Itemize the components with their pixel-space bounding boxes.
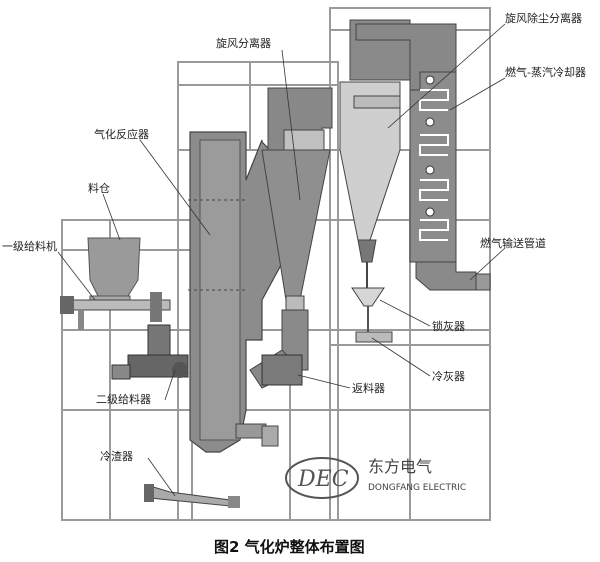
label-silo: 料仓 [88, 181, 110, 195]
dec-logo: DEC 东方电气 DONGFANG ELECTRIC [285, 457, 466, 499]
leader-lines [57, 23, 506, 497]
label-lock-hopper: 锁灰器 [432, 319, 465, 333]
first-feeder-shape [60, 292, 171, 330]
label-cyclone-dust-separator: 旋风除尘分离器 [505, 11, 582, 25]
label-return-feeder: 返料器 [352, 381, 385, 395]
gas-steam-cooler-shape [355, 23, 457, 263]
logo-english: DONGFANG ELECTRIC [368, 483, 466, 493]
label-slag-cooler: 冷渣器 [100, 449, 133, 463]
cyclone-dust-separator-shape [339, 19, 411, 288]
silo-shape [87, 237, 141, 305]
second-feeder-shape [111, 324, 189, 380]
slag-cooler-shape [144, 484, 240, 508]
ash-cooler-shape [355, 331, 393, 343]
label-second-feeder: 二级给料器 [96, 392, 151, 406]
label-cyclone-separator: 旋风分离器 [216, 36, 271, 50]
label-gas-steam-cooler: 燃气-蒸汽冷却器 [505, 65, 586, 79]
label-first-feeder: 一级给料机 [2, 239, 57, 253]
label-ash-cooler: 冷灰器 [432, 369, 465, 383]
label-gas-pipe: 燃气输送管道 [480, 236, 546, 250]
label-gasifier-reactor: 气化反应器 [94, 127, 149, 141]
figure-caption: 图2 气化炉整体布置图 [214, 538, 365, 556]
return-feeder-shape [261, 354, 303, 386]
gas-pipe-shape [415, 261, 491, 291]
logo-chinese: 东方电气 [368, 457, 432, 476]
logo-mark: DEC [297, 467, 349, 492]
